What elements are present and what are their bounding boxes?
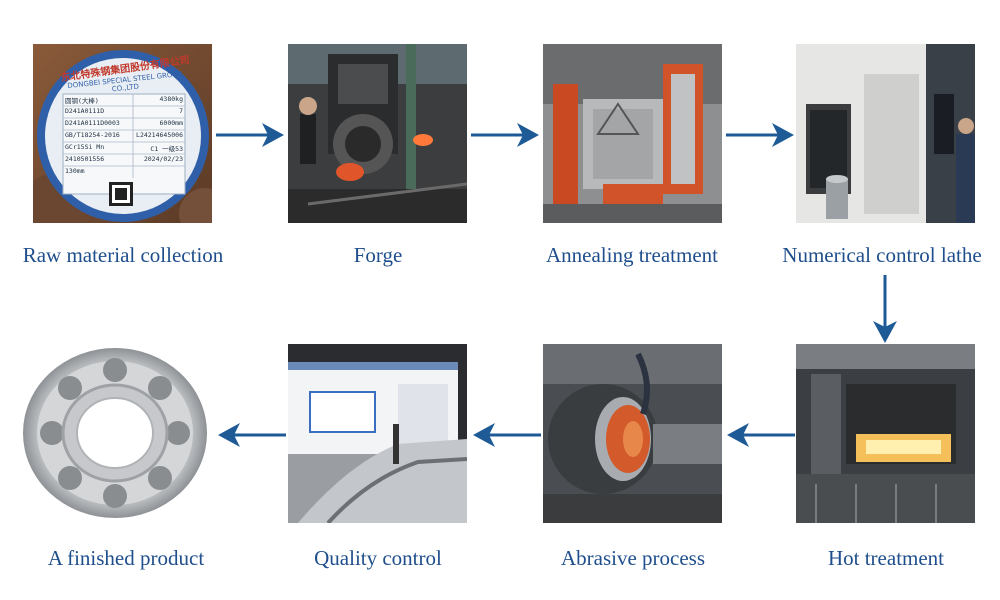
step-label-annealing: Annealing treatment: [545, 243, 719, 267]
step-label-quality-control: Quality control: [314, 546, 442, 570]
annealing-furnace-photo: [543, 44, 722, 223]
cnc-lathe-photo: [796, 44, 975, 223]
inspection-photo: [288, 344, 467, 523]
arrow-right-icon: [471, 120, 539, 150]
step-label-forge: Forge: [353, 243, 403, 267]
tag-cell: C1 一级53: [150, 145, 183, 153]
tag-cell: D241A0111D: [65, 107, 105, 115]
grinding-photo: [543, 344, 722, 523]
tag-table: 圆钢(大棒) 4380kg D241A0111D 7 D241A0111D0003 6…: [65, 95, 183, 179]
arrow-right-icon: [726, 120, 794, 150]
tag-cell: 圆钢(大棒): [65, 97, 99, 105]
arrow-right-icon: [216, 120, 284, 150]
tag-cell: GCr15Si Mn: [65, 143, 105, 151]
arrow-left-icon: [218, 420, 286, 450]
step-label-cnc-lathe: Numerical control lathe: [782, 243, 982, 267]
tag-cell: 6000mm: [159, 119, 183, 127]
step-label-abrasive: Abrasive process: [560, 546, 706, 570]
step-label-hot-treatment: Hot treatment: [827, 546, 945, 570]
tag-cell: GB/T18254-2016: [65, 131, 120, 139]
arrow-left-icon: [727, 420, 795, 450]
tag-cell: 4380kg: [159, 95, 183, 103]
tag-cell: 130mm: [65, 167, 85, 175]
steel-bar-tag-photo: 东北特殊钢集团股份有限公司 DONGBEI SPECIAL STEEL GROU…: [33, 44, 212, 223]
step-label-finished-product: A finished product: [47, 546, 205, 570]
tag-cell: 7: [179, 107, 183, 115]
arrow-left-icon: [473, 420, 541, 450]
forging-photo: [288, 44, 467, 223]
step-label-raw-material: Raw material collection: [22, 243, 224, 267]
tag-cell: L24214645006: [136, 131, 183, 139]
arrow-down-icon: [870, 275, 900, 343]
tag-cell: 2024/02/23: [143, 155, 183, 163]
tag-cell: D241A0111D0003: [65, 119, 120, 127]
heat-treatment-furnace-photo: [796, 344, 975, 523]
tag-cell: 2410501556: [65, 155, 105, 163]
ball-bearing-photo: [18, 344, 213, 522]
